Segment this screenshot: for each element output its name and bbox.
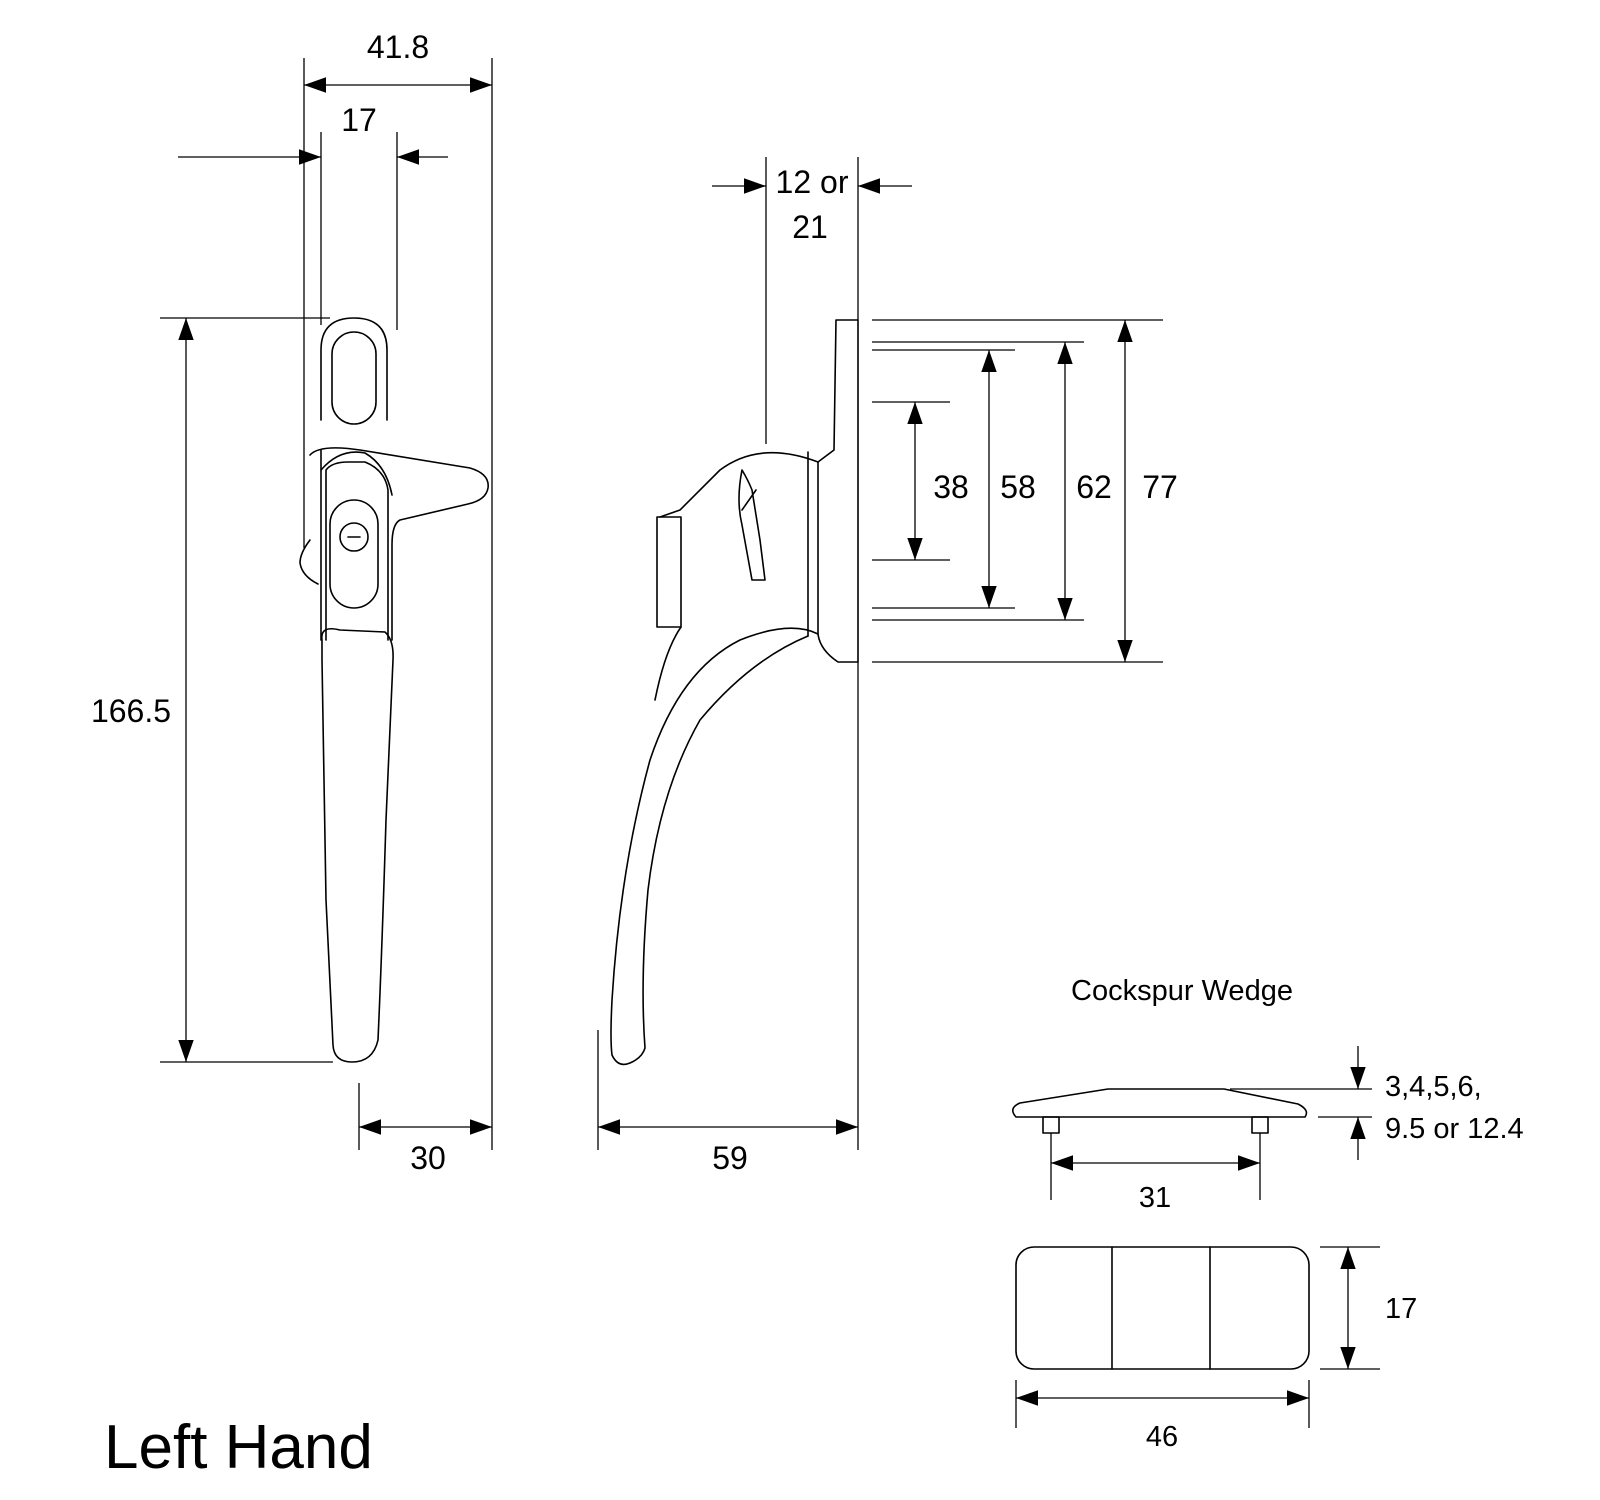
- dim-59: 59: [597, 662, 859, 1176]
- dim-30: 30: [358, 1083, 492, 1176]
- dim-label-thickness-line2: 9.5 or 12.4: [1385, 1113, 1524, 1145]
- dim-label-thickness-line1: 3,4,5,6,: [1385, 1071, 1482, 1103]
- dim-41-8: 41.8: [303, 29, 493, 1150]
- dim-17-top: 17: [178, 102, 448, 330]
- dim-label-31: 31: [1139, 1182, 1171, 1214]
- front-view: 41.8 17 166.5 30: [91, 29, 493, 1176]
- side-handle-outline: [610, 319, 859, 1066]
- dim-label-17-wedge: 17: [1385, 1293, 1417, 1325]
- drawing-title: Left Hand: [104, 1413, 373, 1482]
- dim-label-58: 58: [1000, 469, 1036, 505]
- dim-label-30: 30: [410, 1140, 446, 1176]
- cockspur-wedge: Cockspur Wedge 3,4,5,6, 9.5 or 12.4 31: [1012, 975, 1524, 1453]
- wedge-side-profile: [1012, 1088, 1308, 1134]
- dim-166-5: 166.5: [91, 317, 333, 1063]
- wedge-heading: Cockspur Wedge: [1071, 975, 1293, 1007]
- dim-wedge-length: 46: [1015, 1380, 1310, 1453]
- dim-spindle: 12 or 21: [712, 157, 912, 444]
- dim-fixing-centres: 38 58 62 77: [872, 319, 1178, 663]
- dim-label-41-8: 41.8: [367, 29, 429, 65]
- dim-label-59: 59: [712, 1140, 748, 1176]
- dim-wedge-pins: 31: [1050, 1133, 1261, 1214]
- dim-label-38: 38: [933, 469, 969, 505]
- front-handle-outline: [299, 317, 489, 1063]
- dim-label-46: 46: [1146, 1421, 1178, 1453]
- dim-label-166-5: 166.5: [91, 693, 171, 729]
- dim-label-62: 62: [1076, 469, 1112, 505]
- dim-label-17-top: 17: [341, 102, 377, 138]
- wedge-top-view: [1015, 1246, 1310, 1370]
- dim-label-77: 77: [1142, 469, 1178, 505]
- dim-wedge-thickness: 3,4,5,6, 9.5 or 12.4: [1230, 1046, 1524, 1160]
- dim-label-spindle-line2: 21: [792, 209, 828, 245]
- dim-wedge-width: 17: [1320, 1246, 1417, 1370]
- side-view: 12 or 21 59 38 58: [597, 157, 1178, 1176]
- dim-label-spindle-line1: 12 or: [776, 164, 849, 200]
